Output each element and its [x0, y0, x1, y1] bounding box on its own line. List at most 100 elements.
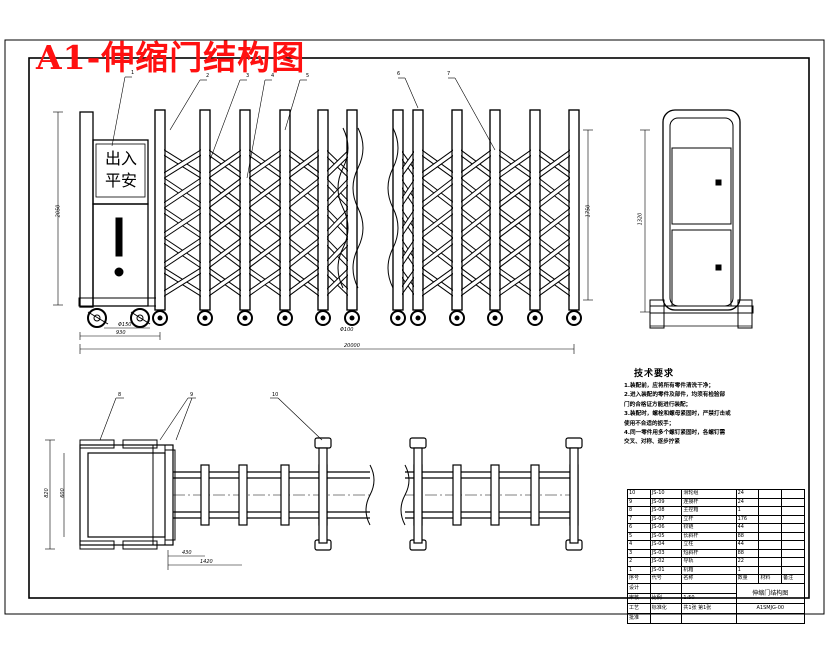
gate-brace-inner	[203, 236, 247, 270]
bom-cell	[758, 531, 783, 541]
header-cell: 数量	[735, 574, 760, 584]
bom-cell: 6	[627, 523, 651, 533]
bom-cell	[781, 497, 805, 507]
callout-label: 6	[397, 71, 401, 77]
requirement-line: 使用不合适的扳手；	[624, 420, 675, 427]
gate-brace-inner	[533, 236, 576, 270]
gate-brace-inner	[533, 206, 576, 240]
header-cell: 代号	[649, 574, 683, 584]
requirement-line: 2.进入装配的零件及部件，均须有检验部	[624, 392, 726, 399]
bom-cell	[781, 531, 805, 541]
plan-post	[200, 464, 210, 526]
gate-post-outline	[489, 109, 501, 311]
gate-brace-inner	[243, 176, 287, 210]
plan-wheel	[565, 437, 583, 449]
gate-wheel-hub	[492, 315, 498, 321]
gate-post-fill	[281, 111, 289, 309]
bom-cell	[781, 540, 805, 550]
dim-plan-pitch: 430	[182, 550, 192, 556]
requirement-line: 门的合格证方能进行装配；	[624, 401, 692, 408]
gate-wheel-hub	[202, 315, 208, 321]
plan-rail	[173, 464, 575, 526]
front-dimension-lines	[53, 111, 593, 354]
gate-brace-inner	[533, 266, 576, 298]
gate-wheel	[566, 310, 582, 326]
gate-brace-inner	[493, 266, 537, 298]
gate-post-outline	[346, 109, 358, 311]
header-cell: 备注	[781, 574, 805, 584]
scale-value: 1:50	[681, 592, 737, 604]
cabinet-sign: 出入 平安	[97, 148, 145, 192]
bom-cell: 88	[735, 531, 760, 541]
gate-post-fill	[319, 111, 327, 309]
designer-label: 设计	[627, 582, 651, 594]
control-cabinet	[78, 111, 158, 328]
cabinet-sign-line2: 平安	[104, 171, 137, 190]
bom-cell: 9	[627, 497, 651, 507]
gate-brace-inner	[159, 148, 206, 180]
telescopic-gate-left	[152, 109, 360, 326]
callout-label: 8	[118, 392, 122, 398]
gate-brace-inner	[455, 236, 497, 270]
bom-cell: 24	[735, 489, 760, 499]
gate-wheel	[277, 310, 293, 326]
gate-brace-inner	[533, 148, 576, 180]
bom-cell: JS-09	[649, 497, 683, 507]
plan-post	[490, 464, 500, 526]
bom-cell: 4	[627, 540, 651, 550]
gate-brace-inner	[243, 266, 287, 298]
gate-brace-inner	[493, 148, 537, 180]
gate-wheel-hub	[571, 315, 577, 321]
bom-cell: 44	[735, 540, 760, 550]
gate-brace-inner	[416, 206, 459, 240]
gate-post-fill	[241, 111, 249, 309]
gate-post-fill	[156, 111, 164, 309]
bom-cell: 连接杆	[681, 497, 737, 507]
gate-wheel	[237, 310, 253, 326]
front-elevation-view	[53, 76, 593, 354]
gate-brace-inner	[416, 266, 459, 298]
bom-cell: 主控箱	[681, 506, 737, 516]
bom-cell: 滑轮组	[681, 489, 737, 499]
gate-post-outline	[317, 109, 329, 311]
bom-cell: 44	[735, 523, 760, 533]
drawing-frame	[4, 39, 825, 615]
gate-brace-inner	[455, 206, 497, 240]
technical-requirements-list: 1.装配前，应将所有零件清洗干净； 2.进入装配的零件及部件，均须有检验部 门的…	[624, 382, 809, 448]
gate-post-outline	[239, 109, 251, 311]
bom-cell: 5	[627, 531, 651, 541]
plan-posts	[200, 437, 583, 551]
dim-wheel-base: Φ150	[118, 322, 132, 328]
gate-wheel-hub	[395, 315, 401, 321]
gate-post-fill	[414, 111, 422, 309]
requirement-line: 交叉、对称、逐步拧紧	[624, 439, 680, 446]
gate-wheel-hub	[454, 315, 460, 321]
bom-cell	[781, 489, 805, 499]
craft-label: 工艺	[627, 602, 651, 614]
technical-requirements-title: 技术要求	[634, 369, 675, 379]
dim-plan-width: 820	[43, 488, 50, 498]
gate-post-outline	[279, 109, 291, 311]
gate-brace-inner	[283, 176, 325, 210]
gate-post-outline	[412, 109, 424, 311]
gate-brace-inner	[533, 176, 576, 210]
plan-post-long	[569, 447, 579, 544]
bom-cell: 8	[627, 506, 651, 516]
bom-cell	[781, 565, 805, 575]
bom-cell	[758, 557, 783, 567]
callout-label: 2	[206, 73, 210, 79]
bom-cell: 1	[735, 506, 760, 516]
plan-post	[238, 464, 248, 526]
gate-post-outline	[529, 109, 541, 311]
drawing-number: A1SMJG-00	[735, 602, 806, 614]
break-lines	[337, 127, 399, 289]
gate-brace-inner	[243, 206, 287, 240]
bom-cell: 立柱	[681, 540, 737, 550]
